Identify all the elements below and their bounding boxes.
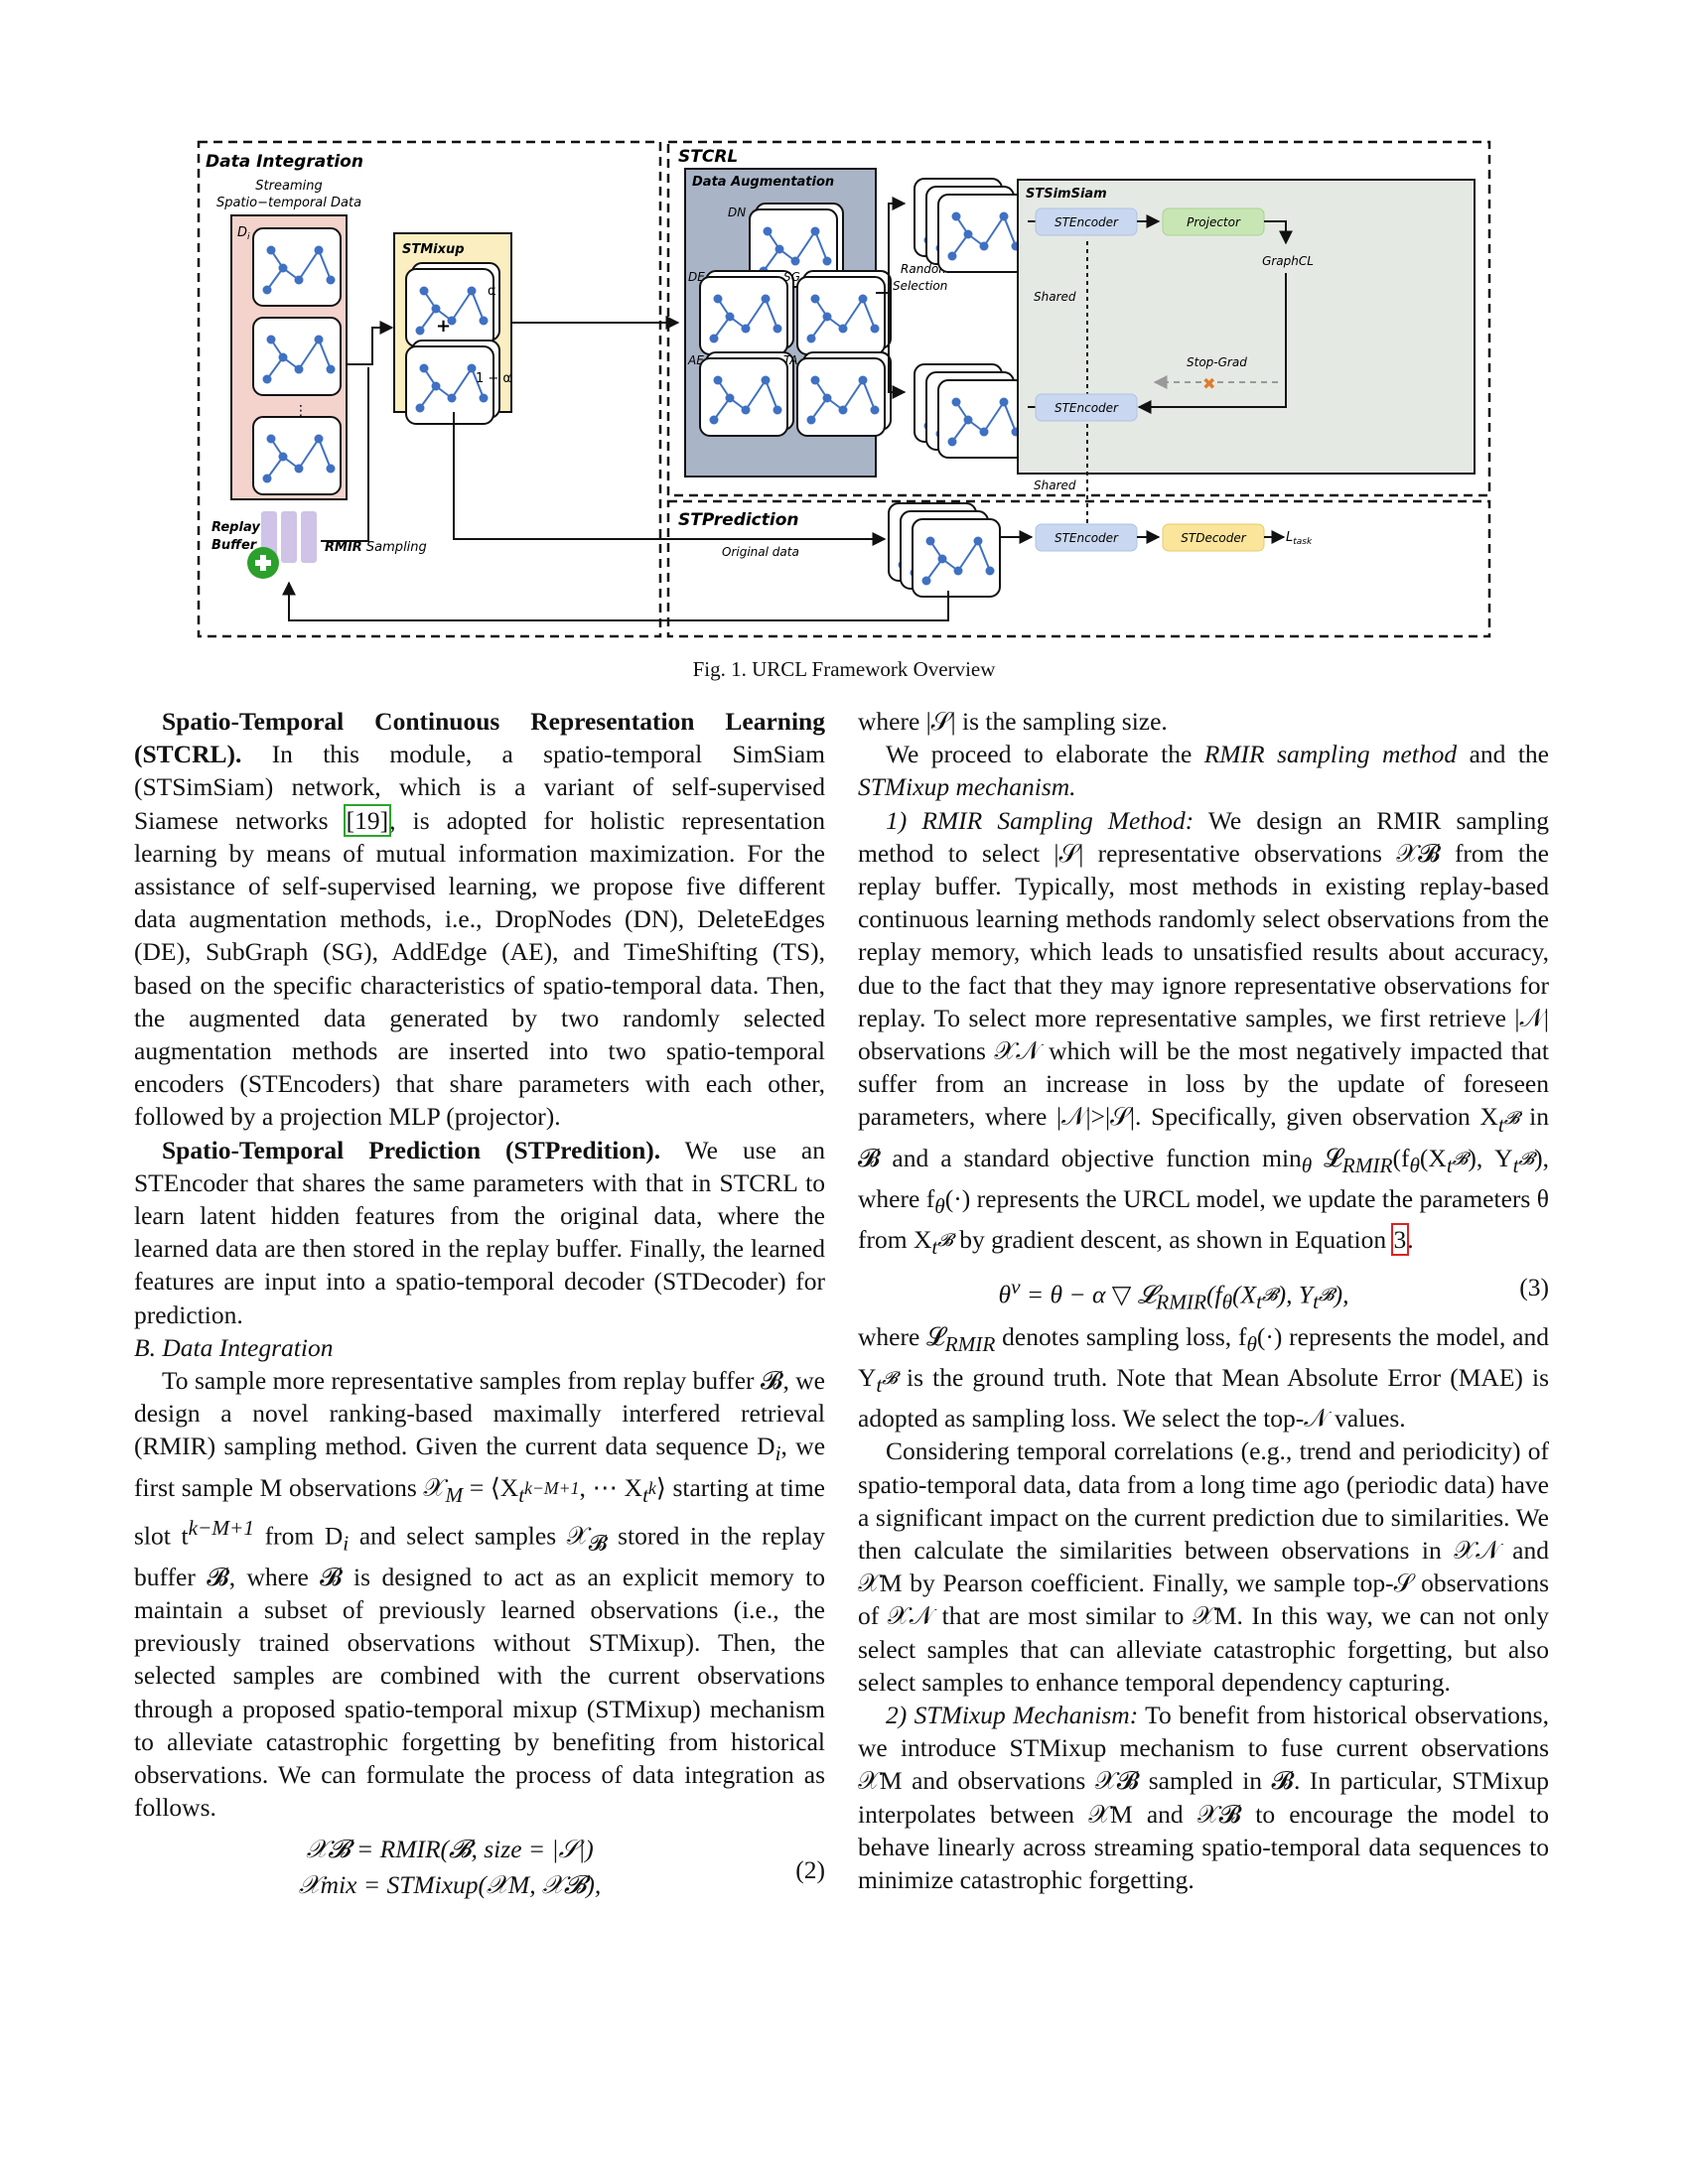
data-augmentation-label: Data Augmentation — [692, 175, 834, 190]
left-column: Spatio-Temporal Continuous Representatio… — [134, 705, 825, 1917]
framework-figure: Data Integration STCRL STPrediction Stre… — [197, 140, 1491, 638]
stencoder-pred-label: STEncoder — [1055, 531, 1119, 545]
alpha-label: α — [488, 284, 496, 299]
data-integration-panel — [197, 140, 662, 638]
stprediction-paragraph: Spatio-Temporal Prediction (STPredition)… — [134, 1135, 825, 1329]
aug-dn: DN — [728, 205, 746, 219]
pred-graph-3 — [912, 518, 1001, 598]
stop-grad-cross-icon: ✖ — [1202, 374, 1215, 393]
random-selection-label-2: Selection — [893, 279, 947, 293]
graphcl-label: GraphCL — [1262, 254, 1314, 268]
right-column: where |𝒮| is the sampling size. We proce… — [858, 705, 1549, 1896]
aug-ae: AE — [687, 353, 704, 367]
random-selection-label: Random — [901, 262, 950, 276]
stream-ellipsis: ⋮ — [294, 403, 308, 419]
replay-buffer-label-2: Buffer — [211, 538, 258, 553]
original-data-label: Original data — [722, 545, 799, 559]
aug-sg: SG — [783, 270, 800, 284]
stream-graph-1 — [252, 227, 342, 307]
stcrl-panel — [666, 140, 1491, 497]
l-task-label: Ltask — [1286, 530, 1313, 547]
equation-2: 𝒳𝓑 = RMIR(𝓑, size = |𝒮|)𝒳mix = STMixup(𝒳… — [298, 1835, 825, 1900]
elaborate-paragraph: We proceed to elaborate the RMIR samplin… — [858, 740, 1549, 802]
aug-sg-graph-2 — [796, 276, 886, 355]
streaming-label-2: Spatio−temporal Data — [216, 196, 361, 210]
data-integration-title: Data Integration — [206, 152, 363, 172]
stream-graph-3 — [252, 416, 342, 495]
aug-ta-graph-2 — [796, 357, 886, 437]
aug2-graph-3 — [937, 379, 1027, 459]
stsimsiam-label: STSimSiam — [1026, 187, 1107, 202]
aug-ta: TA — [783, 353, 797, 367]
rmir-sampling-label: RMIR Sampling — [325, 540, 427, 555]
aug-de: DE — [688, 270, 705, 284]
loss-paragraph: where 𝓛RMIR denotes sampling loss, fθ(·)… — [858, 1321, 1549, 1433]
stcrl-title: STCRL — [678, 147, 738, 167]
stencoder-bottom-label: STEncoder — [1055, 401, 1119, 415]
stmixup-label: STMixup — [402, 242, 465, 257]
one-minus-alpha-label: 1 − α — [476, 371, 511, 386]
shared-label-1: Shared — [1034, 290, 1076, 304]
stdecoder-label: STDecoder — [1181, 531, 1247, 545]
streaming-label: Streaming — [255, 179, 322, 194]
figure-caption: Fig. 1. URCL Framework Overview — [692, 657, 996, 681]
stencoder-top-label: STEncoder — [1055, 215, 1119, 229]
replay-buffer-bar-3 — [301, 511, 317, 563]
citation-19[interactable]: [19] — [343, 803, 392, 837]
replay-buffer-label: Replay — [211, 520, 260, 535]
rmir-paragraph: 1) RMIR Sampling Method: We design an RM… — [858, 805, 1550, 1260]
aug-de-graph-2 — [699, 276, 788, 355]
projector-label: Projector — [1187, 215, 1241, 229]
replay-buffer-bar-2 — [281, 511, 297, 563]
temporal-correlation-paragraph: Considering temporal correlations (e.g.,… — [858, 1436, 1549, 1697]
equation-3-ref[interactable]: 3 — [1390, 1223, 1410, 1257]
stprediction-panel — [666, 499, 1491, 638]
sampling-size-line: where |𝒮| is the sampling size. — [858, 707, 1168, 736]
aug-ae-graph-2 — [699, 357, 788, 437]
section-heading: B. Data Integration — [134, 1332, 334, 1362]
aug1-graph-3 — [937, 194, 1027, 273]
stream-graph-2 — [252, 317, 342, 396]
stmixup-paragraph: 2) STMixup Mechanism: To benefit from hi… — [858, 1701, 1549, 1895]
stprediction-title: STPrediction — [678, 510, 799, 530]
equation-3: θv = θ − α ▽ 𝓛RMIR(fθ(Xt𝓑), Yt𝓑), (3) — [998, 1272, 1549, 1314]
stencoder-bottom — [1035, 393, 1138, 422]
data-integration-paragraph: To sample more representative samples fr… — [134, 1366, 826, 1823]
stcrl-paragraph: Spatio-Temporal Continuous Representatio… — [134, 707, 825, 1132]
di-label: Di — [237, 225, 250, 242]
stop-grad-label: Stop-Grad — [1187, 355, 1247, 369]
plus-label: + — [436, 316, 451, 337]
shared-label-2: Shared — [1034, 478, 1076, 492]
